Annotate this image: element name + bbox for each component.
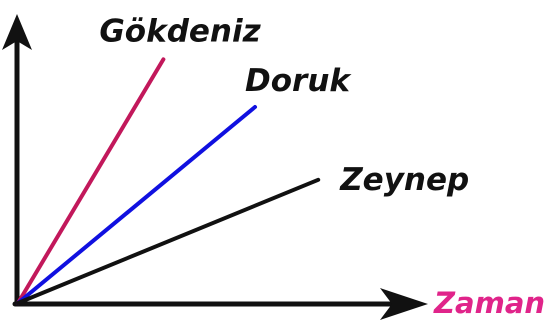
series-line-doruk (16, 105, 257, 305)
series-label-zeynep: Zeynep (339, 162, 469, 198)
axes: Zaman (2, 14, 545, 320)
series-label-doruk: Doruk (245, 63, 352, 99)
x-axis-label: Zaman (433, 286, 545, 320)
series-label-gokdeniz: Gökdeniz (99, 13, 261, 49)
series-line-gokdeniz (16, 57, 166, 305)
x-axis-arrowhead (380, 288, 428, 320)
y-axis-arrowhead (2, 14, 32, 50)
series-line-zeynep (16, 177, 321, 305)
